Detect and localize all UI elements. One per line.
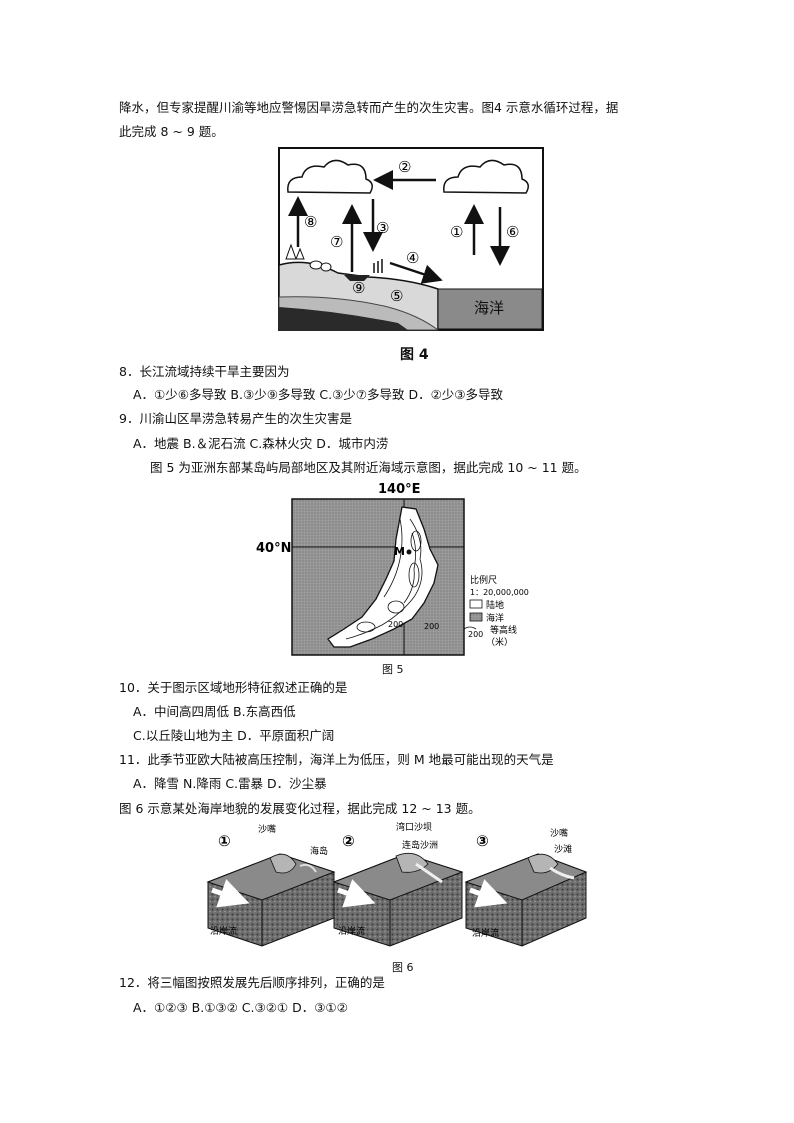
q9-options: A．地震 B.＆泥石流 C.森林火灾 D．城市内涝 bbox=[133, 436, 389, 451]
fig4-label-9: ⑨ bbox=[352, 279, 365, 297]
q8-stem: 8．长江流域持续干旱主要因为 bbox=[119, 364, 290, 379]
figure-5-caption: 图 5 bbox=[382, 663, 404, 676]
fig5-contour-value-1: 200 bbox=[388, 620, 403, 629]
fig4-ocean-label: 海洋 bbox=[474, 299, 504, 317]
fig6-panel-3-number: ③ bbox=[476, 832, 489, 850]
fig4-label-7: ⑦ bbox=[330, 233, 343, 251]
fig6-panel-1-number: ① bbox=[218, 832, 231, 850]
fig5-legend-contour-label: 等高线 bbox=[490, 624, 517, 636]
q10-options-1: A．中间高四周低 B.东高西低 bbox=[133, 704, 296, 719]
fig6-p3-label-beach: 沙滩 bbox=[554, 843, 572, 855]
figure-4-caption: 图 4 bbox=[400, 347, 429, 363]
fig5-lon-label: 140°E bbox=[378, 482, 421, 497]
fig6-p2-label-current: 沿岸流 bbox=[338, 925, 365, 937]
fig4-label-5: ⑤ bbox=[390, 287, 403, 305]
fig5-legend-contour-value: 200 bbox=[468, 630, 483, 639]
fig4-label-3: ③ bbox=[376, 219, 389, 237]
fig6-panel-2-number: ② bbox=[342, 832, 355, 850]
q12-stem: 12．将三幅图按照发展先后顺序排列，正确的是 bbox=[119, 975, 385, 990]
fig6-panel-3 bbox=[464, 853, 588, 947]
figure-6-coastal-landforms: ① 沙嘴 海岛 沿岸流 ② 湾口沙坝 连岛沙洲 沿岸流 ③ 沙嘴 沙滩 沿岸流 bbox=[206, 818, 588, 958]
fig4-label-6: ⑥ bbox=[506, 223, 519, 241]
q8-options: A．①少⑥多导致 B.③少⑨多导致 C.③少⑦多导致 D．②少③多导致 bbox=[133, 387, 503, 402]
fig4-label-4: ④ bbox=[406, 249, 419, 267]
q11-stem: 11．此季节亚欧大陆被高压控制，海洋上为低压，则 M 地最可能出现的天气是 bbox=[119, 752, 554, 767]
intro-line-2: 此完成 8 ~ 9 题。 bbox=[119, 124, 224, 139]
fig5-legend-land: 陆地 bbox=[486, 599, 504, 611]
intro-line-1: 降水，但专家提醒川渝等地应警惕因旱涝急转而产生的次生灾害。图4 示意水循环过程，… bbox=[119, 100, 619, 115]
cloud-left bbox=[287, 159, 373, 194]
q10-options-2: C.以丘陵山地为主 D．平原面积广阔 bbox=[133, 728, 335, 743]
fig5-legend-scale-title: 比例尺 bbox=[470, 574, 497, 586]
fig6-panel-1 bbox=[206, 853, 336, 947]
figure-5-island-map: 140°E 40°N M 200 200 比例尺 1：20,000,000 陆地… bbox=[254, 479, 554, 659]
fig5-legend-ocean: 海洋 bbox=[486, 612, 504, 624]
q9-stem: 9．川渝山区旱涝急转易产生的次生灾害是 bbox=[119, 411, 352, 426]
q12-options: A．①②③ B.①③② C.③②① D．③①② bbox=[133, 1000, 348, 1015]
fig6-p1-label-current: 沿岸流 bbox=[210, 925, 237, 937]
cloud-right bbox=[443, 159, 529, 194]
fig6-p1-label-spit: 沙嘴 bbox=[258, 824, 276, 835]
fig4-label-2: ② bbox=[398, 158, 411, 176]
fig4-label-1: ① bbox=[450, 223, 463, 241]
fig6-p3-label-current: 沿岸流 bbox=[472, 927, 499, 939]
figure-4-water-cycle: 海洋 ② ⑧ ⑦ ③ ① ⑥ ④ ⑨ ⑤ bbox=[278, 147, 544, 331]
fig6-p2-label-tombolo: 连岛沙洲 bbox=[402, 839, 438, 851]
fig4-label-8: ⑧ bbox=[304, 213, 317, 231]
intro-fig5: 图 5 为亚洲东部某岛屿局部地区及其附近海域示意图，据此完成 10 ~ 11 题… bbox=[150, 460, 587, 475]
fig5-point-m: M bbox=[394, 545, 405, 558]
fig6-p3-label-spit: 沙嘴 bbox=[550, 828, 568, 839]
fig6-panel-2 bbox=[332, 852, 464, 947]
fig5-lat-label: 40°N bbox=[256, 541, 291, 556]
figure-6-caption: 图 6 bbox=[392, 961, 414, 974]
q10-stem: 10．关于图示区域地形特征叙述正确的是 bbox=[119, 680, 348, 695]
fig6-p2-label-baymouth-bar: 湾口沙坝 bbox=[396, 821, 432, 833]
fig5-legend-contour-unit: （米） bbox=[486, 636, 513, 648]
fig5-contour-value-2: 200 bbox=[424, 622, 439, 631]
fig6-p1-label-island: 海岛 bbox=[310, 845, 328, 857]
fig5-legend-scale-value: 1：20,000,000 bbox=[470, 588, 529, 597]
q11-options: A．降雪 N.降雨 C.雷暴 D．沙尘暴 bbox=[133, 776, 327, 791]
intro-fig6: 图 6 示意某处海岸地貌的发展变化过程，据此完成 12 ~ 13 题。 bbox=[119, 801, 481, 816]
